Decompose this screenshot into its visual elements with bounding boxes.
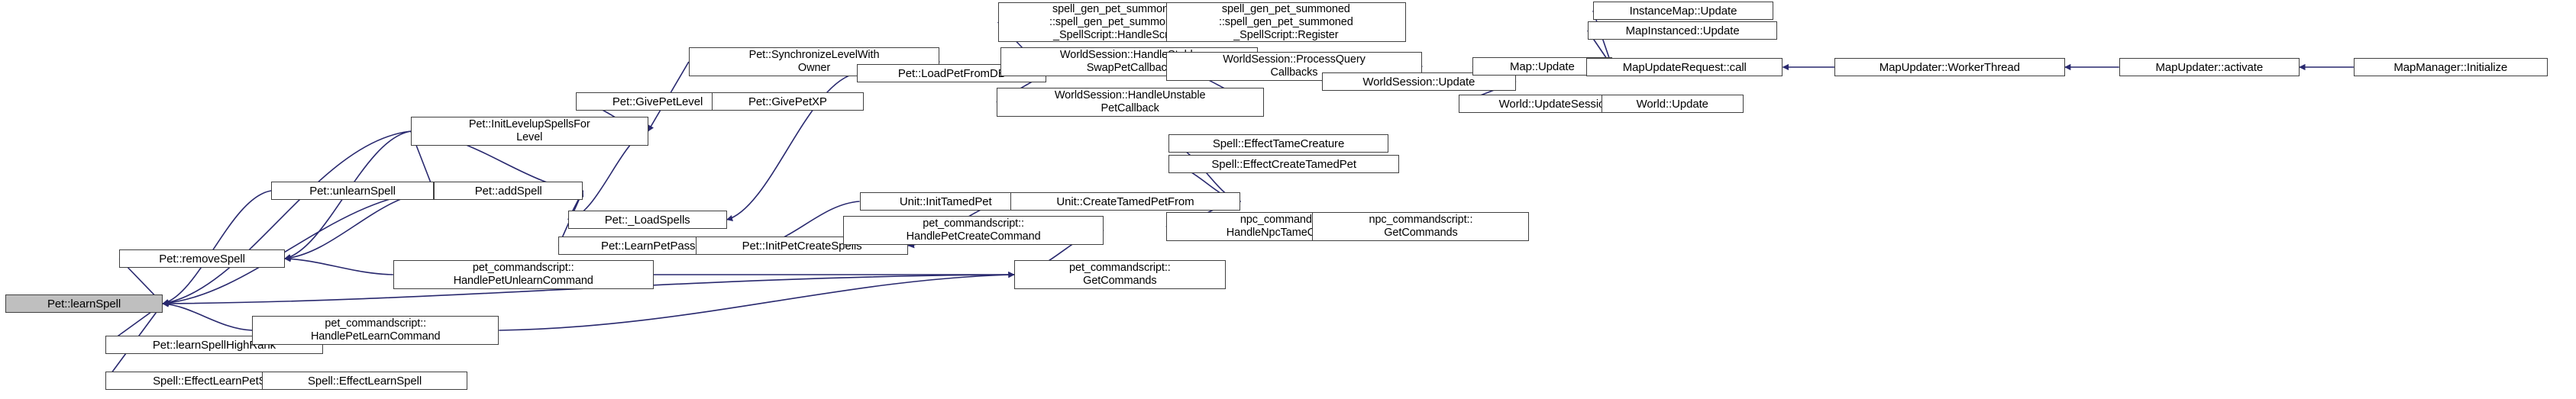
graph-node-pet-commandscript-handlepetcreatecommand[interactable]: pet_commandscript:: HandlePetCreateComma… — [843, 216, 1104, 245]
graph-node-worldsession-handleunstable-petcallback[interactable]: WorldSession::HandleUnstable PetCallback — [996, 88, 1264, 117]
graph-node-npc-commandscript-getcommands[interactable]: npc_commandscript:: GetCommands — [1312, 212, 1530, 241]
graph-node-mapupdater-activate[interactable]: MapUpdater::activate — [2119, 58, 2300, 76]
graph-node-spell-gen-pet-summoned-spell-gen-pet-summoned-spellscript-re[interactable]: spell_gen_pet_summoned ::spell_gen_pet_s… — [1165, 2, 1406, 42]
graph-node-pet-removespell[interactable]: Pet::removeSpell — [119, 249, 285, 268]
graph-node-instancemap-update[interactable]: InstanceMap::Update — [1592, 2, 1774, 20]
graph-node-pet-loadspells[interactable]: Pet::_LoadSpells — [567, 211, 727, 229]
graph-node-pet-commandscript-handlepetlearncommand[interactable]: pet_commandscript:: HandlePetLearnComman… — [252, 316, 499, 345]
graph-node-unit-createtamedpetfrom[interactable]: Unit::CreateTamedPetFrom — [1010, 192, 1241, 211]
graph-node-pet-initlevelupspellsfor-level[interactable]: Pet::InitLevelupSpellsFor Level — [410, 117, 648, 146]
graph-node-spell-effectlearnspell[interactable]: Spell::EffectLearnSpell — [261, 372, 468, 390]
graph-node-pet-unlearnspell[interactable]: Pet::unlearnSpell — [271, 182, 435, 200]
graph-node-unit-inittamedpet[interactable]: Unit::InitTamedPet — [859, 192, 1032, 211]
graph-node-spell-effectcreatetamedpet[interactable]: Spell::EffectCreateTamedPet — [1168, 155, 1400, 173]
graph-edge — [284, 256, 393, 275]
graph-node-pet-learnspell[interactable]: Pet::learnSpell — [5, 294, 163, 313]
graph-node-mapinstanced-update[interactable]: MapInstanced::Update — [1587, 21, 1778, 40]
graph-node-mapmanager-initialize[interactable]: MapManager::Initialize — [2353, 58, 2548, 76]
graph-node-pet-commandscript-getcommands[interactable]: pet_commandscript:: GetCommands — [1013, 260, 1226, 289]
graph-node-spell-effecttamecreature[interactable]: Spell::EffectTameCreature — [1168, 134, 1388, 153]
graph-node-pet-givepetxp[interactable]: Pet::GivePetXP — [712, 92, 864, 111]
graph-node-mapupdaterequest-call[interactable]: MapUpdateRequest::call — [1586, 58, 1783, 76]
graph-node-world-update[interactable]: World::Update — [1601, 95, 1744, 113]
graph-node-pet-commandscript-handlepetunlearncommand[interactable]: pet_commandscript:: HandlePetUnlearnComm… — [393, 260, 654, 289]
graph-edge — [284, 190, 435, 262]
graph-node-pet-addspell[interactable]: Pet::addSpell — [434, 182, 583, 200]
graph-edge — [162, 301, 253, 331]
graph-edge — [162, 130, 411, 306]
graph-node-mapupdater-workerthread[interactable]: MapUpdater::WorkerThread — [1834, 58, 2065, 76]
graph-edge — [162, 190, 272, 306]
